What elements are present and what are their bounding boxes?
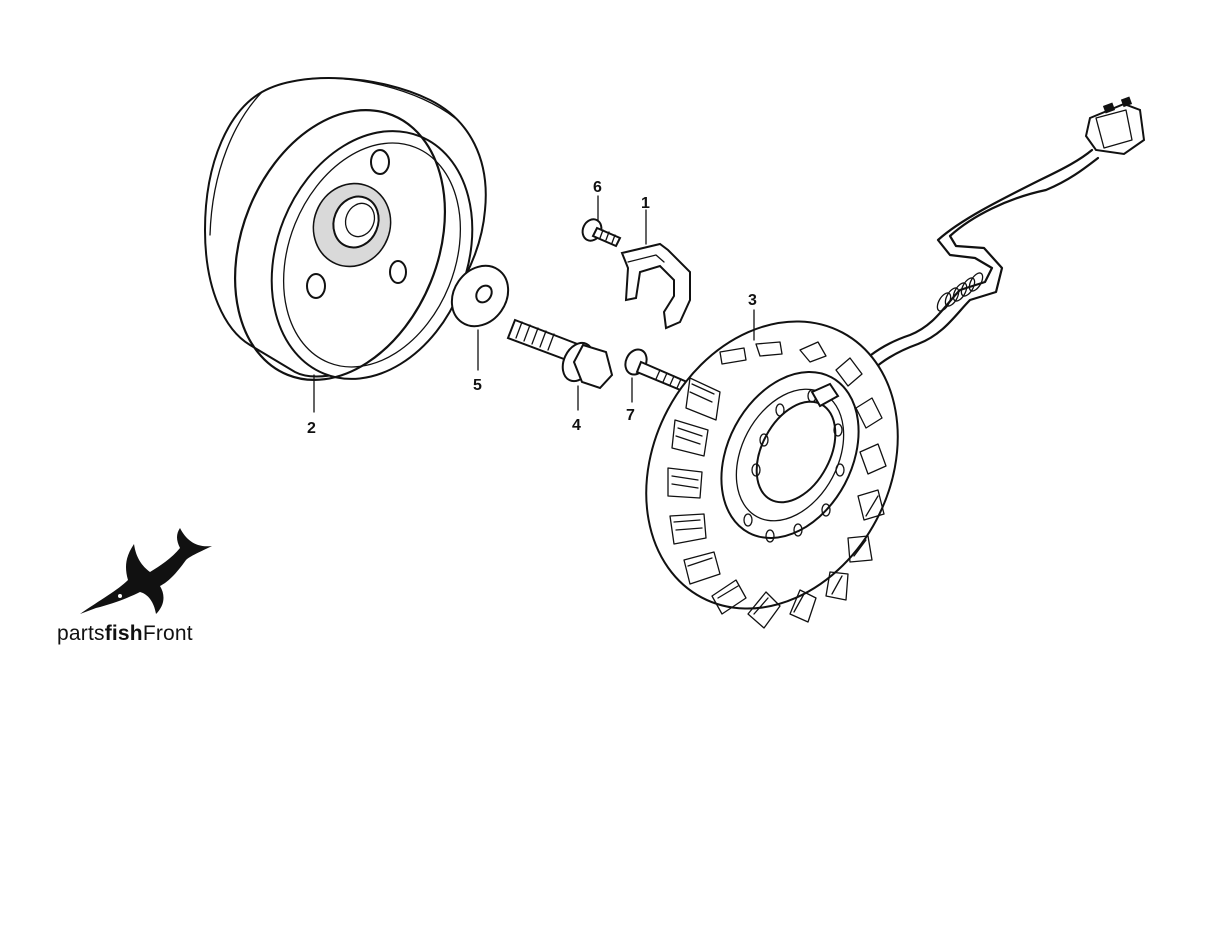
callout-4: 4 — [572, 417, 581, 434]
small-bolt-7-part[interactable] — [621, 346, 696, 403]
callout-6: 6 — [593, 179, 602, 196]
small-bolt-6-part[interactable] — [579, 195, 622, 248]
logo-prefix: parts — [57, 622, 105, 645]
callout-3: 3 — [748, 292, 757, 309]
stator-part[interactable] — [597, 96, 1146, 653]
cord-clamp-part[interactable] — [620, 209, 691, 330]
logo-suffix: Front — [142, 622, 193, 645]
callout-7: 7 — [626, 407, 635, 424]
washer-part[interactable] — [440, 255, 519, 371]
flange-bolt-part[interactable] — [506, 318, 614, 411]
callout-2: 2 — [307, 420, 316, 437]
callout-5: 5 — [473, 377, 482, 394]
logo-bold: fish — [104, 622, 143, 645]
logo-wordmark: partsfishFront — [57, 622, 193, 646]
flywheel-rotor-part[interactable] — [197, 77, 508, 413]
swordfish-icon — [80, 528, 212, 614]
callout-1: 1 — [641, 195, 650, 212]
